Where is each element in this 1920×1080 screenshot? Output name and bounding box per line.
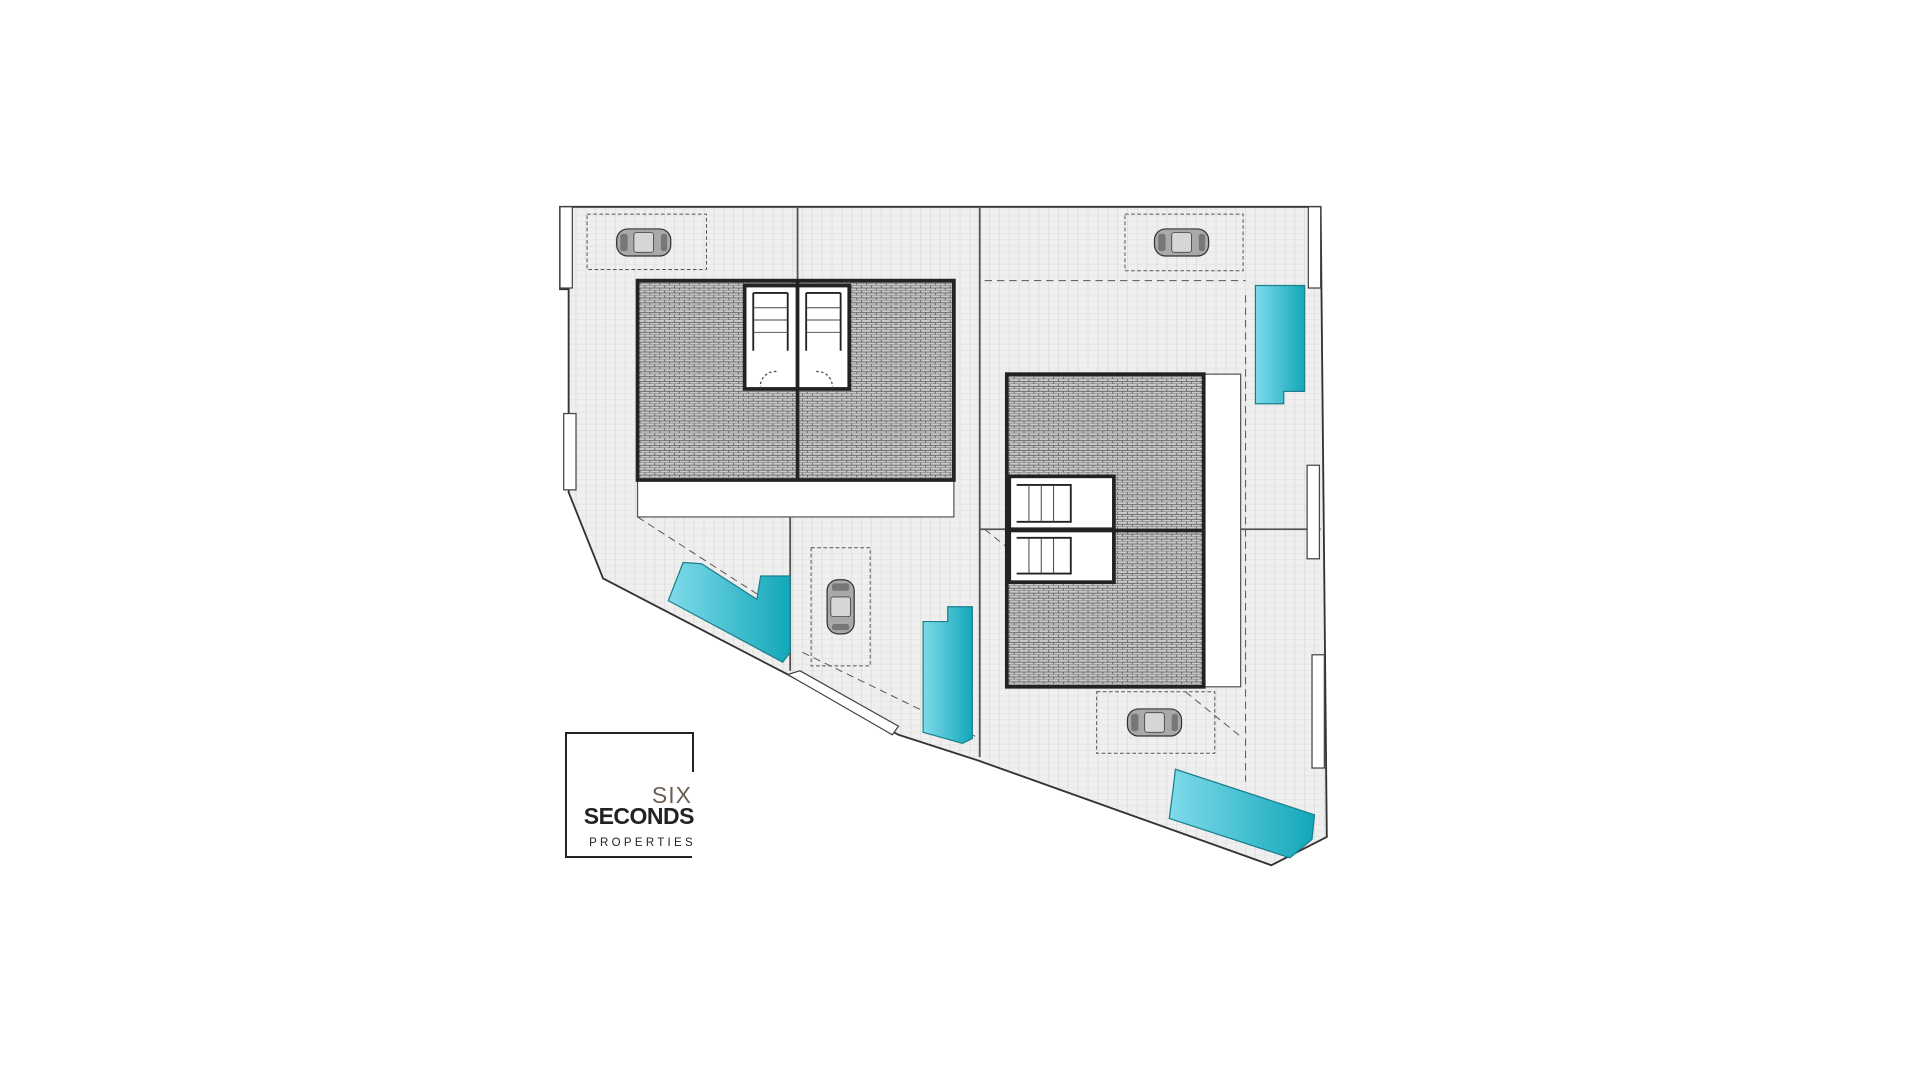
building-right bbox=[1004, 372, 1242, 689]
parking-spaces bbox=[586, 213, 1244, 754]
six-seconds-logo: SIX SECONDS PROPERTIES bbox=[565, 731, 695, 858]
car-icon bbox=[1153, 228, 1210, 257]
car-icon bbox=[616, 228, 672, 257]
gates bbox=[559, 206, 1325, 769]
logo-six: SIX bbox=[651, 782, 692, 808]
pool-icon bbox=[667, 284, 1316, 859]
car-icon bbox=[1126, 708, 1183, 737]
pool-4 bbox=[1168, 768, 1316, 859]
building-left bbox=[635, 278, 956, 518]
pool-1 bbox=[667, 561, 791, 663]
logo-properties: PROPERTIES bbox=[589, 837, 696, 849]
staircase-icon bbox=[742, 283, 852, 391]
pool-3 bbox=[1254, 284, 1306, 405]
car-icon bbox=[826, 579, 855, 635]
staircase-icon bbox=[1007, 474, 1116, 585]
logo-seconds: SECONDS bbox=[583, 803, 695, 829]
pool-2 bbox=[922, 606, 973, 745]
